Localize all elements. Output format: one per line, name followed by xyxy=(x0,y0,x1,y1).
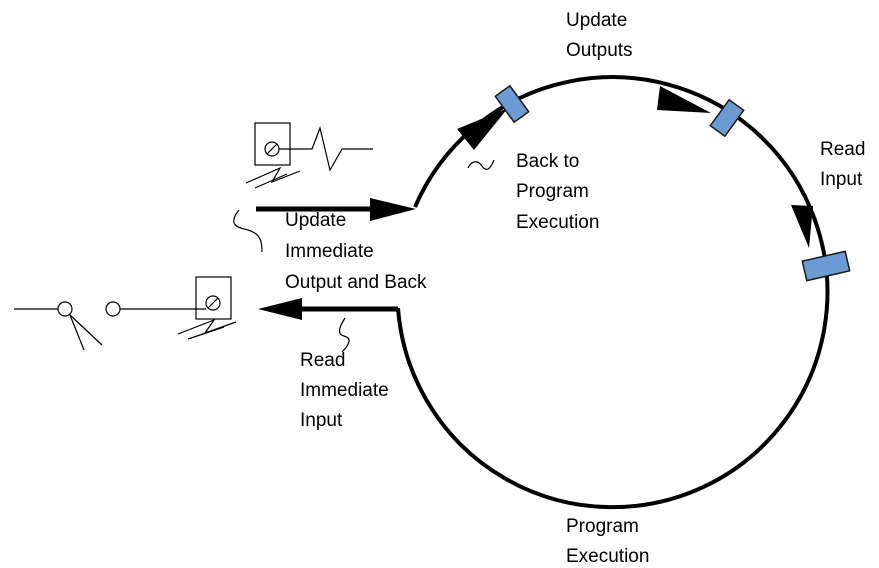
cycle-arrow-1 xyxy=(457,108,508,150)
update-outputs-block-1 xyxy=(494,84,530,124)
back-to-program-callout xyxy=(467,159,495,170)
label-program-execution: Program Execution xyxy=(566,516,649,567)
switch-icon xyxy=(14,301,121,351)
cycle-arrow-2 xyxy=(657,86,711,113)
cycle-arc xyxy=(396,75,830,510)
update-immediate-callout xyxy=(233,209,263,253)
update-immediate-arrowhead xyxy=(370,198,416,221)
signal-wave-icon xyxy=(300,125,373,172)
cycle-arrow-3 xyxy=(791,205,813,248)
output-terminal-icon xyxy=(245,122,301,189)
read-immediate-callout xyxy=(338,317,350,353)
read-immediate-arrowhead xyxy=(258,298,302,320)
label-update-outputs: Update Outputs xyxy=(566,10,633,61)
label-back-to-program-execution: Back to Program Execution xyxy=(516,151,599,233)
label-read-immediate-input: Read Immediate Input xyxy=(300,350,394,431)
input-terminal-icon xyxy=(120,276,237,340)
label-update-immediate-output: Update Immediate Output and Back xyxy=(285,210,427,293)
label-read-input: Read Input xyxy=(820,139,871,190)
read-input-block xyxy=(801,250,851,282)
update-outputs-block-2 xyxy=(709,98,745,138)
